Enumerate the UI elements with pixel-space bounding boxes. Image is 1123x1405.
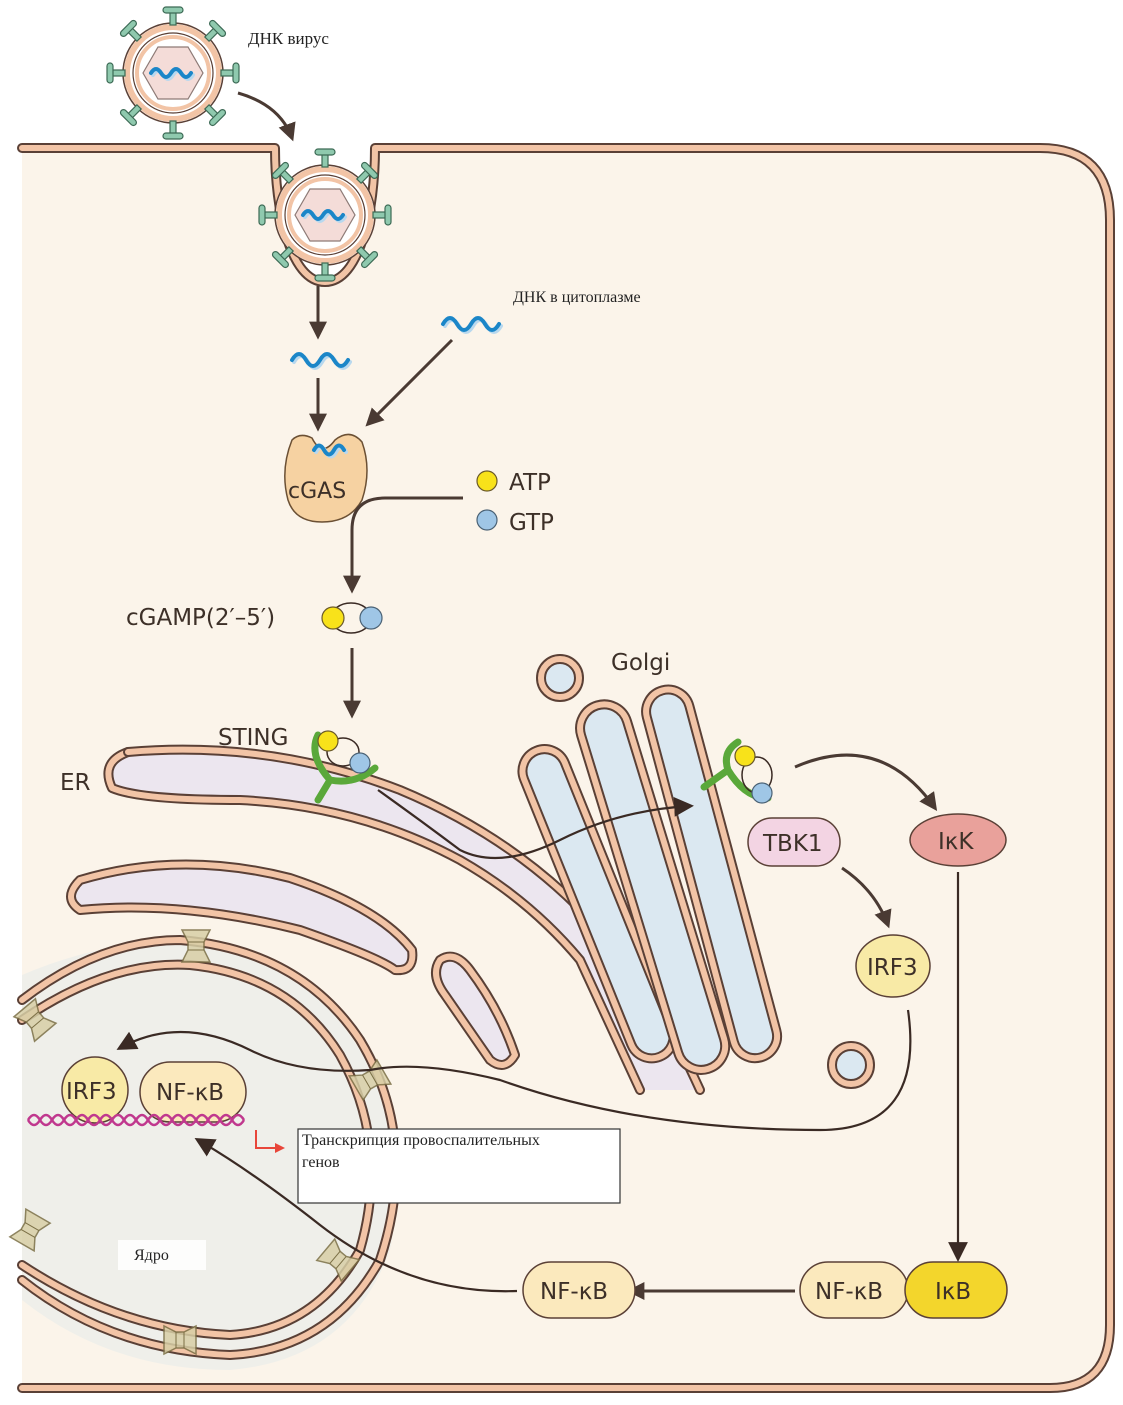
nfkb-ikb-complex: NF-κB IκB bbox=[799, 1261, 1008, 1319]
ikk-label: IκK bbox=[938, 829, 974, 855]
cgas-synthesis-arrow bbox=[343, 496, 463, 594]
chromatin-dna-icon bbox=[26, 1113, 246, 1127]
atp-molecule-icon bbox=[476, 470, 498, 492]
sting-translocation-arrow bbox=[377, 789, 694, 860]
nucleus-label-background bbox=[118, 1240, 206, 1270]
transcription-label-box: Транскрипция провоспалительных генов bbox=[297, 1128, 621, 1204]
dna-virus-icon bbox=[107, 7, 239, 139]
cyto-dna-to-cgas-arrow bbox=[365, 338, 454, 427]
transcription-label-line1: Транскрипция провоспалительных bbox=[302, 1132, 540, 1149]
sting-label: STING bbox=[218, 725, 288, 751]
nucleus-label: Ядро bbox=[134, 1247, 169, 1264]
cgas-enzyme: cGAS bbox=[284, 433, 368, 523]
nfkb-nuclear-import-arrow bbox=[194, 1138, 518, 1293]
nfkb-free-label: NF-κB bbox=[540, 1279, 608, 1305]
virus-entry-arrow bbox=[237, 91, 296, 142]
sting-to-ikk-arrow bbox=[794, 753, 938, 811]
tbk1-label: TBK1 bbox=[762, 831, 823, 857]
nfkb-complex-label: NF-κB bbox=[815, 1279, 883, 1305]
transcription-label-line2: генов bbox=[302, 1154, 340, 1171]
irf3-nucleus-label: IRF3 bbox=[66, 1079, 117, 1105]
ikb-label: IκB bbox=[935, 1279, 971, 1305]
golgi-label: Golgi bbox=[611, 650, 670, 676]
transcription-start-arrow bbox=[255, 1130, 285, 1153]
irf3-nuclear-import-arrow bbox=[116, 1009, 912, 1132]
gtp-label: GTP bbox=[509, 510, 554, 536]
nfkb-free-protein: NF-κB bbox=[522, 1261, 636, 1319]
atp-label: ATP bbox=[509, 470, 551, 496]
sting-receptor-icon bbox=[311, 730, 379, 804]
cgas-label: cGAS bbox=[288, 479, 346, 504]
cgamp-label: cGAMP(2′–5′) bbox=[126, 605, 275, 631]
cgamp-molecule-icon bbox=[321, 602, 383, 634]
dna-virus-label: ДНК вирус bbox=[248, 29, 329, 48]
er-label: ER bbox=[60, 770, 91, 796]
cytoplasmic-dna-label: ДНК в цитоплазме bbox=[513, 289, 641, 306]
tbk1-to-irf3-arrow bbox=[841, 866, 892, 929]
tbk1-protein: TBK1 bbox=[747, 817, 841, 867]
irf3-cytoplasm-label: IRF3 bbox=[867, 955, 918, 981]
golgi-sting-receptor-icon bbox=[700, 738, 773, 804]
gtp-molecule-icon bbox=[476, 509, 498, 531]
endocytosed-virus-icon bbox=[259, 149, 391, 281]
irf3-cytoplasm-protein: IRF3 bbox=[855, 934, 931, 998]
ikk-protein: IκK bbox=[909, 813, 1007, 867]
irf3-nucleus-protein: IRF3 bbox=[61, 1056, 129, 1124]
golgi-apparatus bbox=[517, 654, 875, 1089]
nfkb-nucleus-label: NF-κB bbox=[156, 1080, 224, 1106]
nfkb-nucleus-protein: NF-κB bbox=[139, 1061, 247, 1123]
